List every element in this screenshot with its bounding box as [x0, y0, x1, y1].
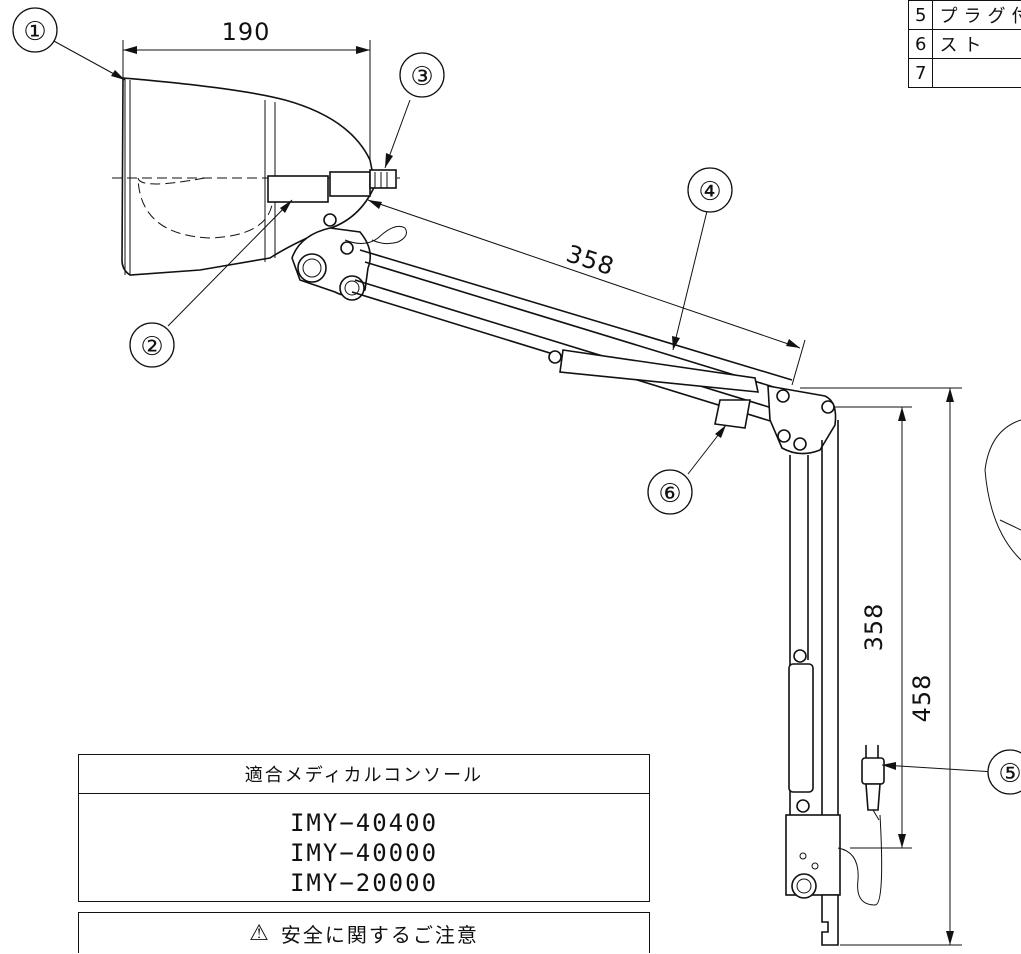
callout-6: ⑥ [647, 469, 693, 515]
parts-table: 5 プラグ付 6 スト 7 [907, 0, 1021, 88]
callout-4: ④ [687, 167, 733, 213]
part-name [932, 58, 1021, 88]
safety-notice-header: ⚠ 安全に関するご注意 [78, 912, 650, 953]
safety-notice-text: 安全に関するご注意 [280, 922, 479, 947]
parts-row: 7 [907, 58, 1021, 88]
console-model: IMY−20000 [289, 869, 439, 897]
base-outline-partial [984, 419, 1021, 561]
lamp-shade [112, 77, 400, 276]
part-number: 6 [907, 29, 934, 59]
part-number: 7 [907, 58, 934, 88]
dim-458-label: 458 [908, 674, 936, 723]
parts-row: 6 スト [907, 29, 1021, 59]
dim-shade-width: 190 [122, 18, 371, 160]
dim-190-label: 190 [222, 18, 271, 46]
svg-text:③: ③ [410, 62, 433, 92]
dim-358-diag-label: 358 [563, 240, 618, 282]
svg-text:①: ① [23, 17, 46, 47]
svg-text:⑥: ⑥ [658, 479, 681, 509]
part-name: スト [932, 29, 1021, 59]
console-model: IMY−40000 [289, 839, 439, 867]
dim-total-height: 458 [800, 387, 962, 946]
parts-row: 5 プラグ付 [907, 0, 1021, 30]
elbow-joint [767, 385, 837, 455]
console-model: IMY−40400 [289, 809, 439, 837]
svg-text:④: ④ [698, 177, 721, 207]
svg-text:⑤: ⑤ [998, 759, 1021, 789]
callout-5: ⑤ [987, 749, 1021, 795]
console-model-list: IMY−40400 IMY−40000 IMY−20000 [79, 808, 649, 898]
callout-1: ① [12, 7, 58, 53]
part-number: 5 [907, 0, 934, 30]
plug [861, 745, 885, 821]
callout-2: ② [129, 322, 175, 368]
dim-lower-arm: 358 [835, 406, 912, 849]
leader-lines [51, 39, 996, 773]
callout-3: ③ [399, 52, 445, 98]
part-name: プラグ付 [932, 0, 1021, 30]
compatible-console-box: 適合メディカルコンソール IMY−40400 IMY−40000 IMY−200… [78, 754, 650, 902]
head-joint [291, 213, 407, 301]
upper-arm [351, 249, 793, 429]
svg-text:②: ② [140, 332, 163, 362]
console-box-title: 適合メディカルコンソール [79, 755, 649, 794]
warning-triangle-icon: ⚠ [249, 920, 271, 946]
lower-arm [785, 420, 883, 946]
dim-358-vert-label: 358 [860, 603, 888, 652]
